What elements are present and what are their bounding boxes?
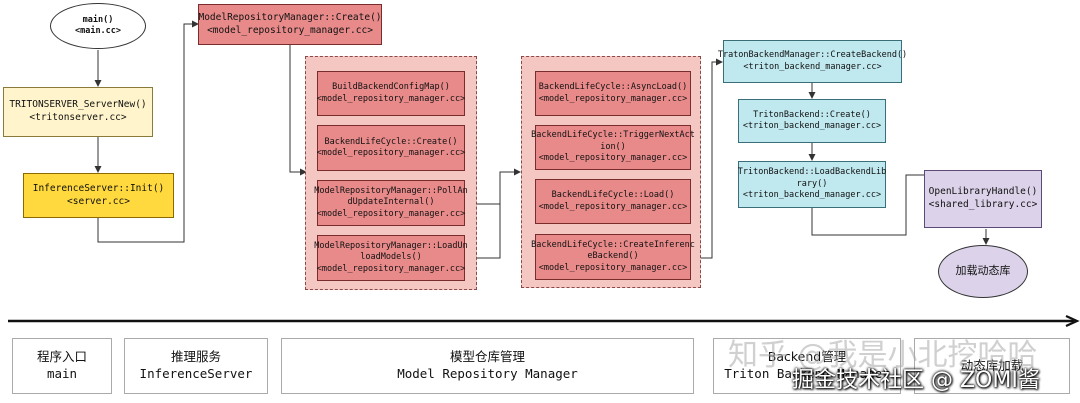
lane-inference-service: 推理服务 InferenceServer xyxy=(124,338,268,394)
node-open-library-handle: OpenLibraryHandle() <shared_library.cc> xyxy=(924,170,1042,228)
node-dynamic-load: 加载动态库 xyxy=(938,245,1028,298)
lane-program-entry: 程序入口 main xyxy=(12,338,112,394)
lane-model-repository: 模型仓库管理 Model Repository Manager xyxy=(281,338,694,394)
lane-backend-manager: Backend管理 Triton Backend Manager xyxy=(713,338,901,394)
node-create-inference-backend: BackendLifeCycle::CreateInferenc eBacken… xyxy=(531,234,695,280)
node-main: main() <main.cc> xyxy=(50,3,146,49)
lane-label-zh: 模型仓库管理 xyxy=(449,349,525,365)
connector-init-to-repo-create xyxy=(97,20,199,243)
node-triton-backend-create: TritonBackend::Create() <triton_backend_… xyxy=(738,99,886,143)
node-poll-and-update-internal: ModelRepositoryManager::PollAn dUpdateIn… xyxy=(314,180,468,226)
lane-dynamic-library: 动态库加载 xyxy=(914,338,1070,394)
timeline-arrowhead xyxy=(1065,314,1080,328)
node-lifecycle-load: BackendLifeCycle::Load() <model_reposito… xyxy=(535,179,691,224)
lane-label-en: InferenceServer xyxy=(139,366,253,381)
node-build-backend-config-map: BuildBackendConfigMap() <model_repositor… xyxy=(317,71,465,116)
node-traton-create-backend: TratonBackendManager::CreateBackend() <t… xyxy=(718,40,907,83)
lane-label-zh: 程序入口 xyxy=(36,349,87,365)
node-backend-lifecycle-create: BackendLifeCycle::Create() <model_reposi… xyxy=(317,125,465,171)
lane-label-zh: 推理服务 xyxy=(170,349,221,365)
node-load-unload-models: ModelRepositoryManager::LoadUn loadModel… xyxy=(314,235,468,281)
node-trigger-next-action: BackendLifeCycle::TriggerNextAct ion() <… xyxy=(531,125,695,170)
node-triton-server-new: TRITONSERVER_ServerNew() <tritonserver.c… xyxy=(3,87,153,137)
connector-load-unload-to-group2 xyxy=(466,204,501,259)
lane-label-en: Triton Backend Manager xyxy=(724,366,890,381)
node-model-repository-create: ModelRepositoryManager::Create() <model_… xyxy=(198,4,382,45)
connector-repo-create-to-group xyxy=(289,44,307,176)
node-inference-server-init: InferenceServer::Init() <server.cc> xyxy=(23,173,174,218)
lane-label-zh: 动态库加载 xyxy=(960,357,1024,373)
lane-label-en: Model Repository Manager xyxy=(397,366,578,381)
connector-group2-to-traton xyxy=(692,58,723,259)
watermark-zhihu: 知乎 @我是小北挖哈哈 xyxy=(728,338,1038,373)
watermark-juejin: 掘金技术社区 @ ZOMI酱 xyxy=(792,368,1040,393)
lane-label-zh: Backend管理 xyxy=(767,349,847,365)
connector-group1-to-group2 xyxy=(466,168,521,205)
node-load-backend-library: TritonBackend::LoadBackendLib rary() <tr… xyxy=(738,161,886,208)
lane-label-en: main xyxy=(46,366,78,381)
node-async-load: BackendLifeCycle::AsyncLoad() <model_rep… xyxy=(535,71,691,116)
